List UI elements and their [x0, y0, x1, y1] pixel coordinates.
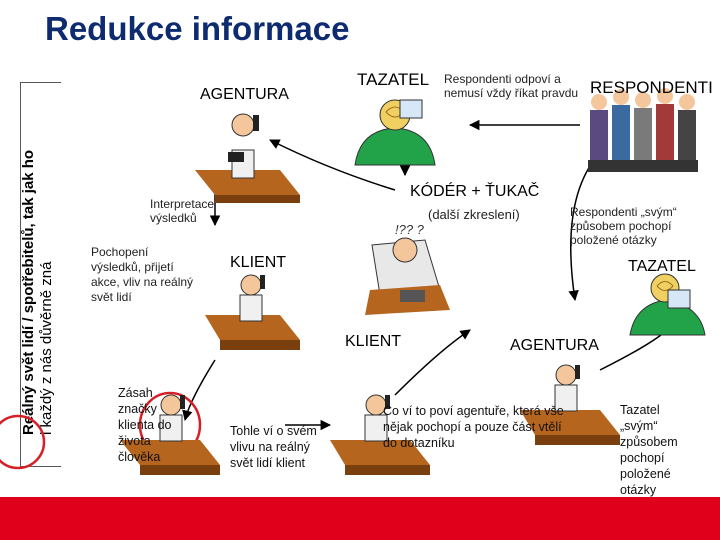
- page-title: Redukce informace: [45, 10, 350, 47]
- label-tazatel-right: TAZATEL: [628, 258, 696, 275]
- label-agentura-right: AGENTURA: [510, 337, 599, 354]
- footer-bar: [0, 497, 720, 540]
- label-respondenti-svym: Respondenti „svým“ způsobem pochopí polo…: [570, 205, 677, 247]
- klient-bottom-figure: [330, 394, 430, 475]
- label-koder: KÓDÉR + ŤUKAČ: [410, 183, 540, 200]
- label-interpretace: Interpretace výsledků: [150, 197, 215, 225]
- label-zkresleni: (další zkreslení): [428, 207, 520, 222]
- tazatel-right-figure: [629, 273, 706, 336]
- agentura-bottom-figure: [520, 364, 620, 445]
- label-respondenti: RESPONDENTI: [590, 78, 713, 97]
- arrow-bottom-klient-to-agentura: [394, 329, 471, 396]
- side-frame: [20, 82, 61, 467]
- arrow-koder-to-agentura: [269, 139, 396, 191]
- red-half-circle: [0, 414, 46, 470]
- coder-figure: [365, 237, 450, 315]
- label-tohle: Tohle ví o svém vlivu na reálný svět lid…: [230, 424, 317, 470]
- label-klient-left: KLIENT: [230, 254, 287, 271]
- klient-left-figure: [205, 274, 300, 350]
- label-agentura-top: AGENTURA: [200, 86, 289, 103]
- label-pochopeni: Pochopení výsledků, přijetí akce, vliv n…: [91, 245, 194, 304]
- label-question-marks: !?? ?: [395, 222, 424, 237]
- arrow-klient-to-world: [182, 359, 216, 422]
- label-tazatel-svym: Tazatel „svým“ způsobem pochopí položené…: [620, 403, 678, 497]
- world-left-figure: [120, 394, 220, 475]
- agent-top-figure: [195, 113, 300, 203]
- label-klient-center: KLIENT: [345, 333, 402, 350]
- label-tazatel-top: TAZATEL: [357, 70, 430, 89]
- label-co-vi: Co ví to poví agentuře, která vše nějak …: [383, 404, 564, 450]
- label-zasah: Zásah značky klienta do života člověka: [118, 386, 172, 464]
- label-respondenti-note: Respondenti odpoví a nemusí vždy říkat p…: [444, 72, 579, 100]
- respondents-crowd: [588, 88, 698, 172]
- tazatel-top-figure: [354, 99, 436, 166]
